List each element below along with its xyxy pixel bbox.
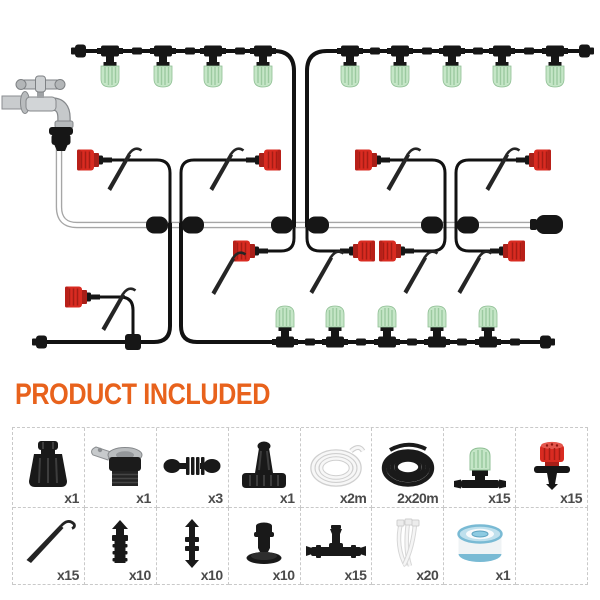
stake-icon bbox=[308, 250, 345, 296]
mister-nozzle-icon bbox=[474, 305, 502, 349]
quantity-label: x1 bbox=[64, 490, 79, 506]
quantity-label: x1 bbox=[136, 490, 151, 506]
inline-fittings bbox=[132, 47, 534, 346]
dripper-icon bbox=[354, 148, 391, 172]
quantity-label: x15 bbox=[57, 567, 79, 583]
quantity-label: x10 bbox=[200, 567, 223, 583]
product-cell-faucet-adapter: x1 bbox=[84, 428, 157, 508]
white-hose-coil-icon bbox=[310, 444, 366, 487]
cable-ties-icon bbox=[396, 518, 420, 568]
mister-nozzle-icon bbox=[249, 44, 277, 88]
support-stake-icon bbox=[26, 520, 77, 563]
irrigation-diagram bbox=[1, 44, 594, 350]
hose-connector-icon bbox=[29, 440, 68, 487]
product-cell-tee-connector: x15 bbox=[300, 508, 373, 585]
mister-nozzle-icon bbox=[438, 44, 466, 88]
tube-end-cap-icon bbox=[530, 215, 563, 234]
product-cell-black-hose: 2x20m bbox=[372, 428, 445, 508]
product-cell-end-plug: x10 bbox=[228, 508, 301, 585]
quantity-label: x10 bbox=[128, 567, 151, 583]
product-cell-cable-ties: x20 bbox=[372, 508, 445, 585]
product-cell-misting-nozzle: x15 bbox=[444, 428, 517, 508]
quantity-label: x15 bbox=[344, 567, 367, 583]
stake-icon bbox=[456, 250, 493, 296]
thread-seal-tape-icon bbox=[456, 524, 503, 562]
dripper-icon bbox=[64, 285, 101, 309]
quantity-label: 2x20m bbox=[397, 490, 439, 506]
dripper-icon bbox=[245, 148, 282, 172]
product-cell-empty bbox=[516, 508, 588, 585]
stake-icon bbox=[385, 147, 422, 193]
pipe-end-caps bbox=[32, 44, 594, 349]
quantity-label: x15 bbox=[560, 490, 582, 506]
dripper-icon bbox=[515, 148, 552, 172]
dripper-icon bbox=[232, 239, 269, 263]
main-supply-tube bbox=[55, 146, 546, 229]
middle-manifold-junctions bbox=[146, 215, 563, 234]
nozzle-cap-icon bbox=[242, 441, 287, 488]
product-cell-single-barb-connector: x10 bbox=[84, 508, 157, 585]
product-cell-adjustable-dripper: x15 bbox=[516, 428, 588, 508]
quantity-label: x1 bbox=[279, 490, 295, 506]
stake-icon bbox=[402, 250, 439, 296]
tee-junction bbox=[125, 334, 141, 350]
faucet-connector-icon bbox=[49, 127, 73, 151]
page-title: PRODUCT INCLUDED bbox=[15, 378, 271, 411]
mister-nozzle-icon bbox=[321, 305, 349, 349]
product-cell-hose-connector: x1 bbox=[13, 428, 85, 508]
mister-nozzle-icon bbox=[149, 44, 177, 88]
mister-nozzles bbox=[96, 44, 569, 349]
stake-icon bbox=[100, 287, 137, 333]
mister-nozzle-icon bbox=[96, 44, 124, 88]
faucet-adapter-icon bbox=[91, 445, 143, 486]
mister-nozzle-icon bbox=[541, 44, 569, 88]
mister-nozzle-icon bbox=[373, 305, 401, 349]
quantity-label: x2m bbox=[339, 490, 367, 506]
quantity-label: x3 bbox=[208, 490, 223, 506]
dripper-icon bbox=[378, 239, 415, 263]
straight-connector-icon bbox=[185, 519, 200, 568]
end-plug-icon bbox=[246, 522, 282, 564]
quantity-label: x10 bbox=[272, 567, 295, 583]
misting-nozzle-icon bbox=[453, 446, 506, 488]
mister-nozzle-icon bbox=[423, 305, 451, 349]
product-cell-straight-connector: x10 bbox=[156, 508, 229, 585]
quantity-label: x20 bbox=[416, 567, 439, 583]
mister-nozzle-icon bbox=[199, 44, 227, 88]
mister-nozzle-icon bbox=[488, 44, 516, 88]
mister-nozzle-icon bbox=[336, 44, 364, 88]
stake-icon bbox=[208, 147, 245, 193]
adjustable-dripper-icon bbox=[533, 441, 570, 490]
stake-icon bbox=[106, 147, 143, 193]
single-barb-connector-icon bbox=[112, 520, 129, 563]
product-cell-barbed-coupling: x3 bbox=[156, 428, 229, 508]
stake-icon bbox=[484, 147, 521, 193]
black-hose-coil-icon bbox=[381, 442, 435, 487]
product-cell-white-hose: x2m bbox=[300, 428, 373, 508]
quantity-label: x1 bbox=[495, 567, 511, 583]
product-cell-thread-seal-tape: x1 bbox=[444, 508, 517, 585]
dripper-icon bbox=[339, 239, 376, 263]
product-cell-nozzle-cap: x1 bbox=[228, 428, 301, 508]
dripper-icon bbox=[489, 239, 526, 263]
distribution-lines bbox=[46, 49, 579, 344]
mister-nozzle-icon bbox=[271, 305, 299, 349]
mister-nozzle-icon bbox=[386, 44, 414, 88]
dripper-icon bbox=[76, 148, 113, 172]
tee-connector-icon bbox=[305, 525, 366, 558]
product-cell-support-stake: x15 bbox=[13, 508, 85, 585]
product-grid: x1 x1 x3 bbox=[12, 427, 588, 585]
barbed-coupling-icon bbox=[163, 456, 221, 475]
faucet-icon bbox=[1, 75, 74, 151]
quantity-label: x15 bbox=[488, 490, 511, 506]
